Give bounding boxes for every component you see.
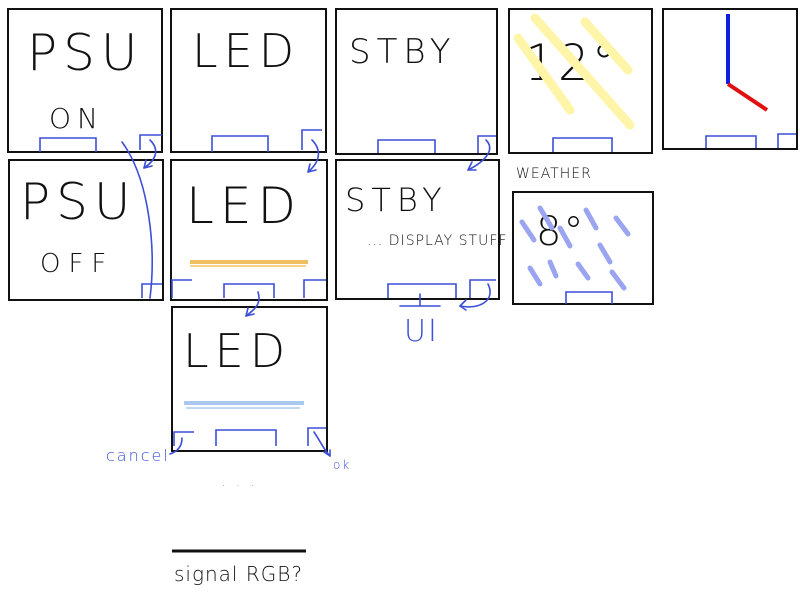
psu-off-title: PSU xyxy=(20,173,137,231)
screen-weather: 8° xyxy=(512,191,654,305)
weather-label: WEATHER xyxy=(516,166,592,182)
psu-off-state: OFF xyxy=(40,249,115,279)
led-edit-title: LED xyxy=(186,177,302,235)
screen-led: LED xyxy=(170,8,327,153)
sun-rays-icon xyxy=(513,13,635,130)
led-blue-title: LED xyxy=(183,324,292,378)
stby-display-subtitle: ... DISPLAY STUFF xyxy=(367,233,508,249)
rain-icon xyxy=(519,205,631,291)
screen-psu-off: PSU OFF xyxy=(8,159,164,301)
stby-title: STBY xyxy=(349,32,457,72)
screen-stby-display: STBY ... DISPLAY STUFF xyxy=(335,159,506,300)
psu-state: ON xyxy=(49,102,104,135)
screen-temperature: 12° xyxy=(508,8,653,154)
ellipsis-label: . . . xyxy=(222,478,258,489)
psu-title: PSU xyxy=(27,24,144,82)
screen-stby: STBY xyxy=(335,8,498,155)
ui-label: UI xyxy=(404,314,439,349)
signal-rgb-label: signal RGB? xyxy=(174,562,303,586)
led-title: LED xyxy=(192,24,301,78)
screen-led-blue: LED xyxy=(171,306,328,452)
navigation-arrows xyxy=(121,139,491,457)
screen-psu-on: PSU ON xyxy=(7,8,163,153)
clock-hands-icon xyxy=(726,14,769,112)
screen-led-edit: LED xyxy=(170,159,328,301)
softkey-sketches xyxy=(39,129,796,446)
cancel-label: cancel xyxy=(106,446,170,465)
stby-display-title: STBY xyxy=(345,181,448,219)
ok-label: ok xyxy=(333,458,352,472)
